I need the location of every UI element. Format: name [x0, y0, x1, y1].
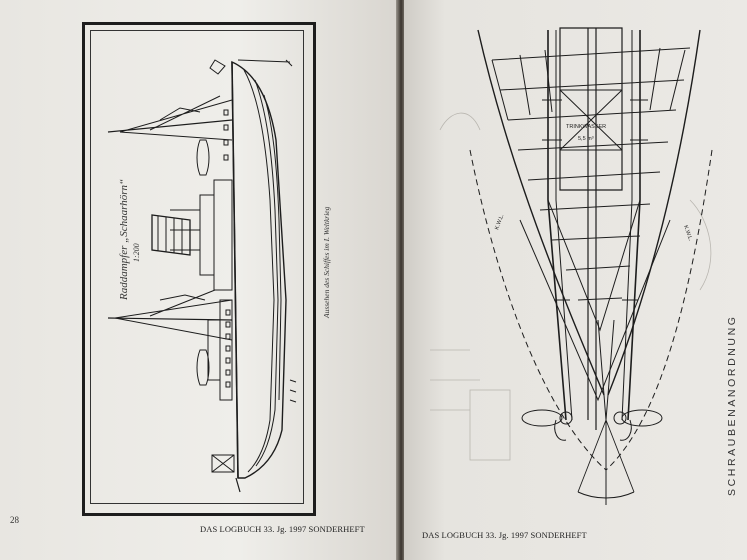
book-gutter	[396, 0, 406, 560]
ship-elevation-drawing	[107, 59, 297, 493]
label-trinkwasser: TRINKWASSER	[566, 124, 606, 130]
section-title: SCHRAUBENANORDNUNG	[726, 314, 738, 496]
left-footer: DAS LOGBUCH 33. Jg. 1997 SONDERHEFT	[200, 524, 365, 534]
label-kwl-left: K.W.L.	[494, 213, 505, 231]
label-kwl-right: K.W.L.	[682, 225, 693, 243]
label-volume: 5,5 m³	[578, 136, 594, 142]
left-page: Raddampfer „Schaarhörn“ 1:200 Aussehen d…	[0, 0, 398, 560]
right-footer: DAS LOGBUCH 33. Jg. 1997 SONDERHEFT	[422, 530, 587, 540]
page-number: 28	[10, 515, 19, 525]
drawing-frame-outer	[82, 22, 316, 516]
drawing-frame-inner	[90, 30, 304, 504]
